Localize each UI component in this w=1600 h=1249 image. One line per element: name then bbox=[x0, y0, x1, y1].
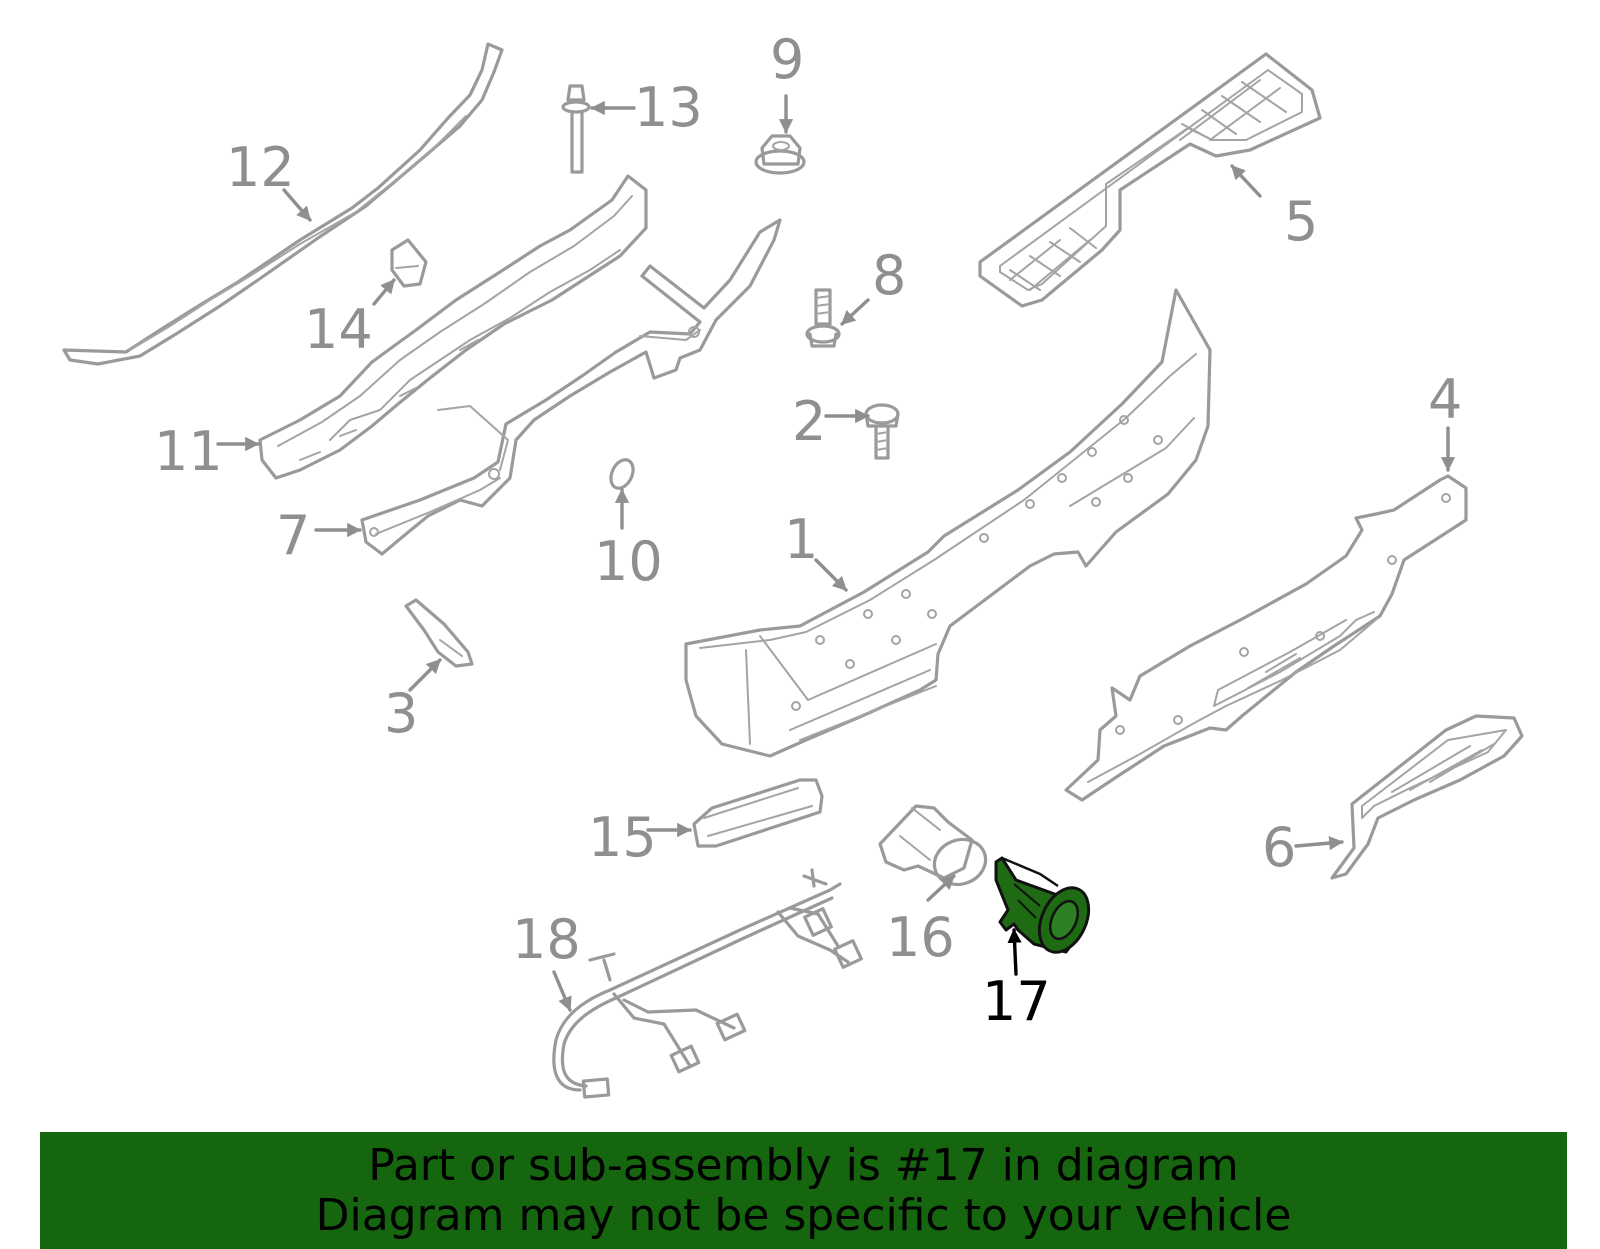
leader-arrows bbox=[216, 94, 1456, 1012]
part-2-screw bbox=[864, 403, 900, 460]
callout-10: 10 bbox=[594, 530, 663, 593]
callout-17: 17 bbox=[982, 970, 1051, 1033]
callout-11: 11 bbox=[154, 420, 223, 483]
banner-line-part-number: Part or sub-assembly is #17 in diagram bbox=[368, 1139, 1239, 1191]
callout-2: 2 bbox=[792, 390, 826, 453]
callout-18: 18 bbox=[512, 908, 581, 971]
banner-line-disclaimer: Diagram may not be specific to your vehi… bbox=[315, 1189, 1292, 1241]
part-13-rivet bbox=[561, 84, 591, 174]
callout-13: 13 bbox=[634, 76, 703, 139]
callout-12: 12 bbox=[226, 136, 295, 199]
part-7-lower-bracket bbox=[360, 218, 782, 556]
callout-7: 7 bbox=[276, 504, 310, 567]
part-8-bolt bbox=[805, 288, 841, 348]
part-10-grommet bbox=[609, 458, 635, 490]
part-16-parking-sensor bbox=[878, 804, 988, 887]
part-17-bore bbox=[1048, 899, 1080, 941]
part-12-reinforcement-strip bbox=[62, 42, 504, 366]
part-11-upper-bracket bbox=[258, 174, 648, 480]
callout-5: 5 bbox=[1284, 190, 1318, 253]
info-banner: Part or sub-assembly is #17 in diagram D… bbox=[40, 1132, 1567, 1249]
part-18-wiring-harness bbox=[552, 868, 863, 1099]
part-14-clip bbox=[390, 238, 428, 288]
callout-6: 6 bbox=[1262, 816, 1296, 879]
part-4-frame-bracket bbox=[1064, 474, 1468, 802]
callout-15: 15 bbox=[588, 806, 657, 869]
part-17-sensor-retainer bbox=[994, 856, 1091, 954]
part-3-small-bracket bbox=[404, 598, 474, 668]
callout-4: 4 bbox=[1428, 368, 1462, 431]
callout-labels: 1 2 3 4 5 6 7 8 9 10 11 12 13 14 15 16 1… bbox=[154, 28, 1462, 1033]
part-9-flange-nut bbox=[754, 134, 806, 175]
part-15-reflector bbox=[692, 778, 824, 848]
callout-16: 16 bbox=[886, 906, 955, 969]
callout-3: 3 bbox=[384, 682, 418, 745]
callout-1: 1 bbox=[784, 508, 818, 571]
part-1-bumper bbox=[684, 288, 1212, 758]
callout-9: 9 bbox=[770, 28, 804, 91]
part-5-step-pad bbox=[978, 52, 1322, 308]
callout-8: 8 bbox=[872, 244, 906, 307]
callout-14: 14 bbox=[304, 298, 373, 361]
part-6-step-pad bbox=[1330, 714, 1524, 880]
